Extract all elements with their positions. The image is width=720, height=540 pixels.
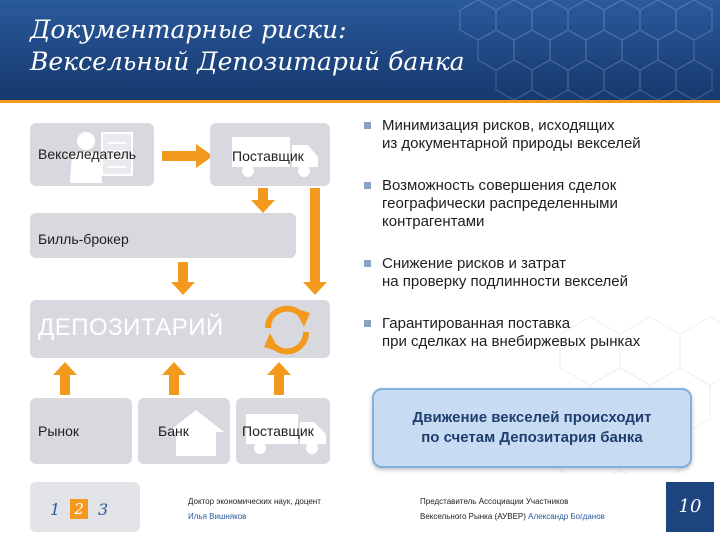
broker-label: Билль-брокер <box>38 231 129 247</box>
nav-slide-1[interactable]: 1 <box>50 500 61 519</box>
depository-label: ДЕПОЗИТАРИЙ <box>38 314 224 341</box>
market-label: Рынок <box>38 423 80 439</box>
arrow-market-up <box>52 362 78 401</box>
supplier-bottom-label: Поставщик <box>242 423 314 439</box>
benefits-list: Минимизация рисков, исходящих из докумен… <box>362 117 702 375</box>
arrow-issuer-to-supplier <box>162 143 214 174</box>
market-box: Рынок <box>30 398 132 464</box>
issuer-label: Векселедатель <box>38 146 137 162</box>
truck-icon-bottom <box>246 414 326 454</box>
benefit-line: Снижение рисков и затрат <box>382 255 567 272</box>
benefit-line: Минимизация рисков, исходящих <box>382 117 615 134</box>
author-1-name-text: Илья Вишняков <box>188 512 247 521</box>
arrow-supplier-to-broker <box>250 188 276 219</box>
benefit-item: Гарантированная поставка при сделках на … <box>362 315 702 351</box>
nav-slide-3[interactable]: 3 <box>98 500 109 519</box>
author-2-line: Вексельного Рынка (АУВЕР) Александр Богд… <box>420 512 605 521</box>
depository-box: ДЕПОЗИТАРИЙ <box>30 300 330 358</box>
bullet-square-icon <box>364 320 371 327</box>
author-1-title: Доктор экономических наук, доцент <box>188 497 321 506</box>
benefit-line: при сделках на внебиржевых рынках <box>382 333 641 350</box>
supplier-top-label: Поставщик <box>232 148 304 164</box>
arrow-bank-up <box>161 362 187 401</box>
slide-title: Документарные риски: Вексельный Депозита… <box>30 14 465 78</box>
benefit-line: контрагентами <box>382 213 485 230</box>
arrow-broker-to-depository <box>170 262 196 301</box>
bullet-square-icon <box>364 122 371 129</box>
callout-line-2: по счетам Депозитария банка <box>421 429 643 446</box>
benefit-line: Гарантированная поставка <box>382 315 571 332</box>
truck-icon <box>232 137 318 177</box>
benefit-item: Минимизация рисков, исходящих из докумен… <box>362 117 702 153</box>
bullet-square-icon <box>364 182 371 189</box>
house-icon <box>168 410 224 456</box>
benefit-item: Снижение рисков и затрат на проверку под… <box>362 255 702 291</box>
bank-box: Банк <box>138 398 230 464</box>
broker-box: Билль-брокер <box>30 213 296 258</box>
bank-label: Банк <box>158 423 189 439</box>
arrow-supplier-to-depository <box>302 188 328 301</box>
author-2-title: Представитель Ассоциации Участников <box>420 497 569 506</box>
benefit-item: Возможность совершения сделок географиче… <box>362 177 702 231</box>
author-2-name: Александр Богданов <box>528 512 605 521</box>
slide-header: Документарные риски: Вексельный Депозита… <box>0 0 720 103</box>
issuer-box: Векселедатель <box>30 123 154 186</box>
bullet-square-icon <box>364 260 371 267</box>
hex-pattern <box>459 0 713 100</box>
person-document-icon <box>70 132 133 183</box>
page-number: 10 <box>666 482 714 532</box>
refresh-cycle-icon <box>264 305 310 355</box>
title-line-1: Документарные риски: <box>30 15 347 44</box>
nav-slide-2-active[interactable]: 2 <box>70 499 88 519</box>
benefit-line: Возможность совершения сделок <box>382 177 617 194</box>
supplier-top-box: Поставщик <box>210 123 330 186</box>
callout-box: Движение векселей происходит по счетам Д… <box>372 388 692 468</box>
benefit-line: географически распределенными <box>382 195 618 212</box>
supplier-bottom-box: Поставщик <box>236 398 330 464</box>
author-1-name: Илья Вишняков <box>188 512 246 521</box>
benefit-line: на проверку подлинности векселей <box>382 273 629 290</box>
callout-line-1: Движение векселей происходит <box>412 409 652 426</box>
author-2-org: Вексельного Рынка (АУВЕР) <box>420 512 529 521</box>
benefit-line: из документарной природы векселей <box>382 135 641 152</box>
arrow-supplier-bottom-up <box>266 362 292 401</box>
title-line-2: Вексельный Депозитарий банка <box>30 47 465 76</box>
